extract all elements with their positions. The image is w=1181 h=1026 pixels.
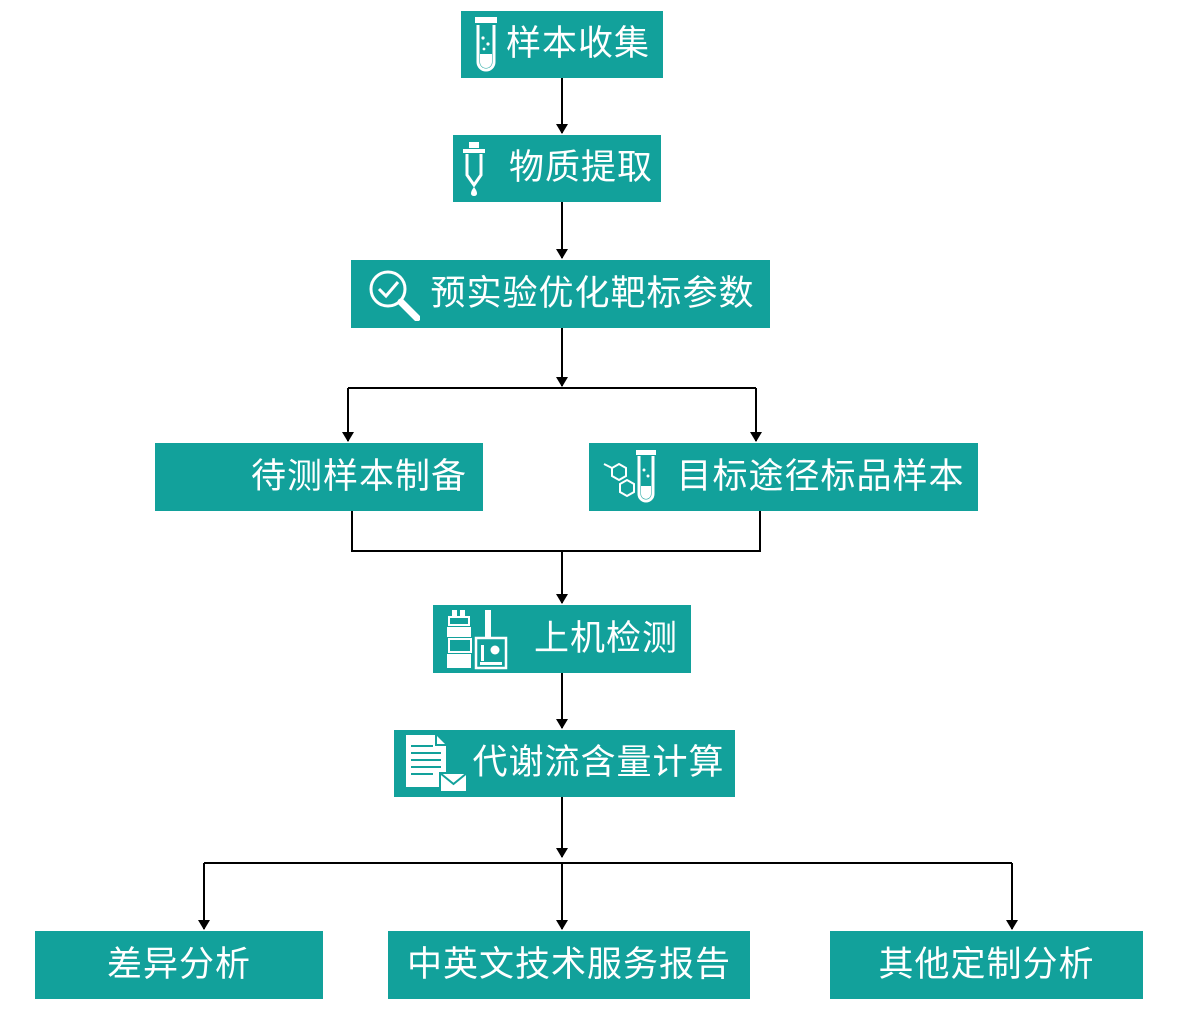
node-metabolic-flux-calculation: 代谢流含量计算 [394, 730, 735, 797]
node-differential-analysis: 差异分析 [35, 931, 323, 999]
node-label: 预实验优化靶标参数 [430, 273, 755, 314]
node-sample-collection: 样本收集 [461, 11, 663, 78]
node-label: 待测样本制备 [250, 456, 467, 497]
node-label: 其他定制分析 [878, 944, 1095, 985]
magnifier-check-icon [366, 267, 421, 321]
node-sample-preparation: 待测样本制备 [155, 443, 483, 511]
document-mail-icon [404, 733, 469, 795]
node-pre-experiment-optimization: 预实验优化靶标参数 [351, 260, 770, 328]
node-target-pathway-standard: 目标途径标品样本 [589, 443, 978, 511]
node-label: 物质提取 [508, 148, 653, 188]
node-custom-analysis: 其他定制分析 [830, 931, 1143, 999]
node-label: 样本收集 [505, 24, 650, 64]
node-label: 差异分析 [106, 944, 251, 985]
dropper-icon [461, 141, 487, 197]
branch-merge-line [351, 510, 761, 552]
node-label: 代谢流含量计算 [472, 743, 725, 783]
molecule-tube-icon [602, 448, 662, 506]
node-label: 上机检测 [533, 618, 678, 659]
node-technical-report: 中英文技术服务报告 [388, 931, 750, 999]
node-instrument-detection: 上机检测 [433, 605, 691, 673]
node-label: 中英文技术服务报告 [406, 944, 731, 985]
node-label: 目标途径标品样本 [676, 456, 965, 497]
test-tube-icon [474, 16, 498, 74]
node-substance-extraction: 物质提取 [453, 135, 661, 202]
instrument-icon [446, 608, 508, 670]
